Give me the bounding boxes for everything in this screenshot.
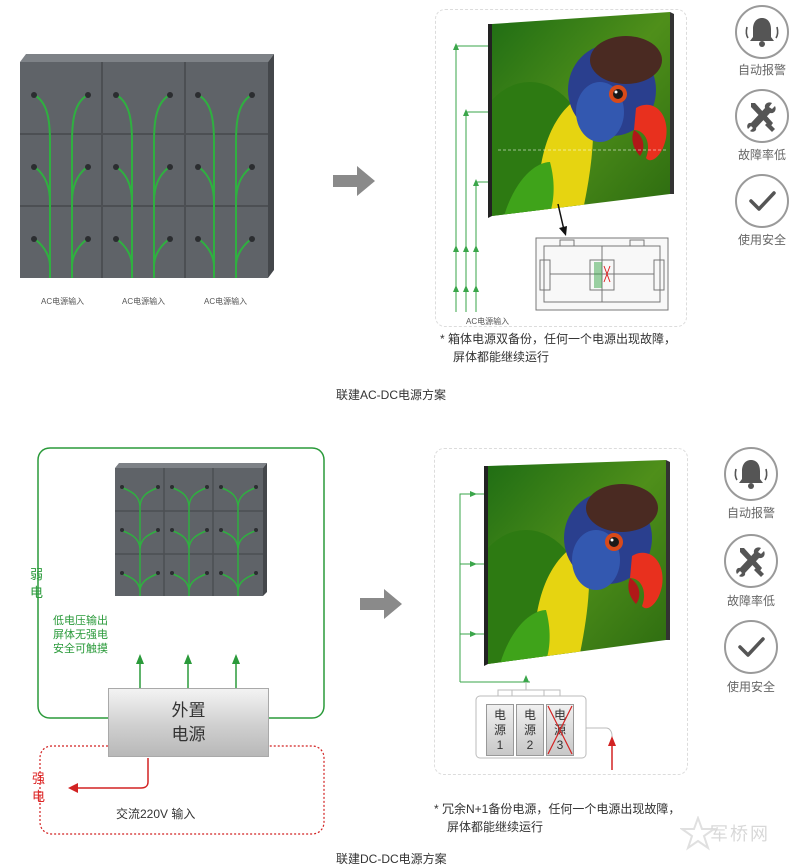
psu-unit-2-num: 2 — [526, 738, 534, 752]
low-voltage-note-line1: 低电压输出 — [53, 615, 108, 627]
check-icon-circle-2 — [724, 620, 778, 674]
led-display-parrot-top — [453, 12, 674, 312]
alarm-icon-circle — [735, 5, 789, 59]
psu-unit-1-num: 1 — [496, 738, 504, 752]
checkmark-icon — [749, 191, 776, 211]
ac-dc-note-line2: 屏体都能继续运行 — [453, 350, 550, 364]
checkmark-icon — [738, 637, 765, 657]
watermark-text: 军桥网 — [710, 824, 770, 844]
tools-icon-circle — [735, 89, 789, 143]
psu-unit-2-line2: 源 — [523, 723, 536, 737]
dc-wiring-diagram — [37, 447, 325, 835]
dc-dc-scheme-caption: 联建DC-DC电源方案 — [336, 852, 447, 866]
weak-current-label: 弱电 — [30, 567, 44, 600]
wrench-screwdriver-icon — [736, 547, 765, 577]
low-voltage-note-line2: 屏体无强电 — [53, 629, 108, 641]
ac-input-label-3: AC电源输入 — [204, 297, 248, 306]
right-ac-input-label: AC电源输入 — [466, 317, 510, 326]
dc-dc-note: * 冗余N+1备份电源，任何一个电源出现故障， 屏体都能继续运行 — [434, 800, 680, 836]
tools-icon-circle-2 — [724, 534, 778, 588]
ac-220v-input-label: 交流220V 输入 — [116, 807, 196, 821]
bell-icon — [745, 18, 779, 47]
ac-cabinet-wall — [20, 54, 274, 278]
safe-label-2: 使用安全 — [726, 680, 775, 694]
safe-label: 使用安全 — [737, 233, 786, 247]
low-voltage-note: 低电压输出 屏体无强电 安全可触摸 — [53, 614, 108, 656]
psu-line1: 外置 — [171, 701, 206, 720]
ac-input-label-2: AC电源输入 — [122, 297, 166, 306]
ac-dc-scheme-box — [435, 9, 687, 327]
psu-unit-3-line1: 电 — [553, 708, 566, 722]
right-arrow-icon — [333, 166, 375, 196]
dc-cabinet-wall — [115, 463, 267, 596]
psu-line2: 电源 — [171, 725, 206, 744]
low-fault-label: 故障率低 — [737, 148, 786, 162]
psu-unit-3-num: 3 — [556, 738, 564, 752]
check-icon-circle — [735, 174, 789, 228]
psu-unit-1-line2: 源 — [493, 723, 506, 737]
bell-icon — [734, 460, 768, 489]
power-supply-unit-1: 电 源 1 — [486, 704, 514, 756]
external-power-supply: 外置 电源 — [108, 688, 269, 757]
alarm-label-2: 自动报警 — [726, 506, 775, 520]
ac-dc-note-line1: * 箱体电源双备份，任何一个电源出现故障， — [440, 332, 677, 346]
dc-dc-scheme-box — [434, 448, 688, 775]
alarm-icon-circle-2 — [724, 447, 778, 501]
failed-unit-cross-icon — [547, 705, 573, 755]
alarm-label: 自动报警 — [737, 63, 786, 77]
low-fault-label-2: 故障率低 — [726, 594, 775, 608]
star-icon — [680, 816, 716, 851]
low-voltage-note-line3: 安全可触摸 — [53, 643, 108, 655]
psu-unit-1-line1: 电 — [493, 708, 506, 722]
psu-unit-2-line1: 电 — [523, 708, 536, 722]
strong-current-label: 强电 — [32, 771, 46, 804]
led-display-parrot-bottom — [459, 460, 670, 770]
dc-dc-note-line1: * 冗余N+1备份电源，任何一个电源出现故障， — [434, 802, 681, 816]
dc-dc-note-line2: 屏体都能继续运行 — [447, 820, 544, 834]
ac-dc-note: * 箱体电源双备份，任何一个电源出现故障， 屏体都能继续运行 — [440, 330, 676, 366]
watermark-logo: 军桥网 — [680, 816, 768, 851]
ac-input-label-1: AC电源输入 — [41, 297, 85, 306]
wrench-screwdriver-icon — [747, 102, 776, 132]
right-arrow-icon-2 — [360, 589, 402, 619]
power-supply-unit-2: 电 源 2 — [516, 704, 544, 756]
ac-dc-scheme-caption: 联建AC-DC电源方案 — [336, 388, 446, 402]
